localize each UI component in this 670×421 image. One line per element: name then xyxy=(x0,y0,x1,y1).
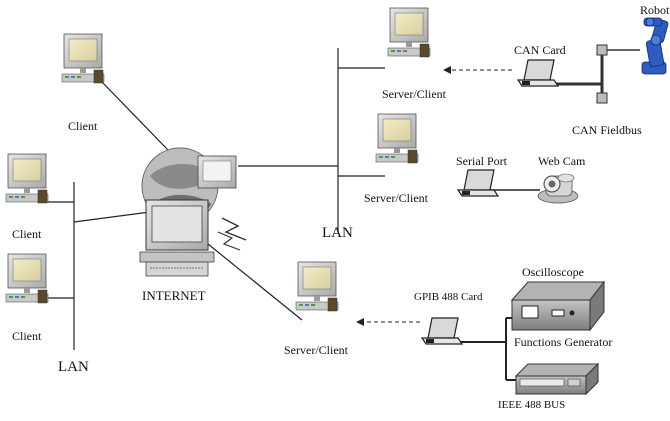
dashed-arrows xyxy=(362,69,512,323)
server-client-2-computer xyxy=(375,113,419,164)
label-functions-generator: Functions Generator xyxy=(514,335,613,349)
client-bottom-computer xyxy=(5,253,49,304)
label-client-top: Client xyxy=(68,119,98,133)
can-node-bottom xyxy=(596,92,608,104)
arrow-head-gpib xyxy=(356,318,364,326)
can-card-laptop xyxy=(517,59,559,87)
functions-generator xyxy=(514,362,600,396)
label-ieee-bus: IEEE 488 BUS xyxy=(498,399,566,411)
label-can-fieldbus: CAN Fieldbus xyxy=(572,123,642,137)
arrow-head-can xyxy=(443,66,451,74)
label-serial-port: Serial Port xyxy=(456,154,507,168)
internet-cluster xyxy=(139,147,247,277)
server-client-3-computer xyxy=(295,261,339,312)
label-can-card: CAN Card xyxy=(514,43,566,57)
label-internet: INTERNET xyxy=(142,288,206,303)
network-lines xyxy=(38,48,540,381)
label-server-client-1: Server/Client xyxy=(382,87,446,101)
label-lan-left: LAN xyxy=(58,359,89,375)
server-client-1-computer xyxy=(387,7,431,58)
label-lan-right: LAN xyxy=(322,225,353,241)
client-top-computer xyxy=(61,33,105,84)
client-mid-computer xyxy=(5,153,49,204)
serial-port-laptop xyxy=(457,169,499,197)
robot-arm xyxy=(641,17,669,75)
label-server-client-2: Server/Client xyxy=(364,191,428,205)
label-web-cam: Web Cam xyxy=(538,154,586,168)
gpib-card-laptop xyxy=(421,317,463,345)
web-cam xyxy=(537,173,579,204)
label-server-client-3: Server/Client xyxy=(284,343,348,357)
label-oscilloscope: Oscilloscope xyxy=(522,265,584,279)
label-client-mid: Client xyxy=(12,227,42,241)
label-robot: Robot xyxy=(640,3,670,17)
label-client-bottom: Client xyxy=(12,329,42,343)
label-gpib-card: GPIB 488 Card xyxy=(414,291,483,303)
can-fieldbus-lines xyxy=(548,49,640,98)
can-node-top xyxy=(596,44,608,56)
oscilloscope xyxy=(510,280,606,332)
